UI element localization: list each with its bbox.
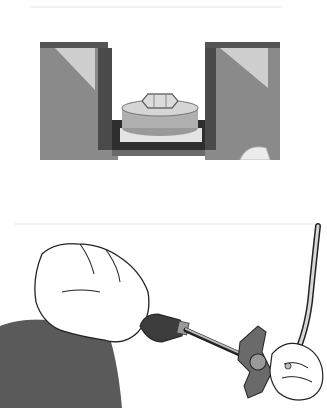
- screwdriver-illustration: [0, 222, 327, 408]
- nut: [141, 93, 179, 109]
- hand: [34, 243, 150, 343]
- sleeve: [0, 319, 122, 408]
- bracket-cross-section-icon: [30, 6, 282, 160]
- screwdriver-handle: [139, 313, 185, 343]
- screwdriver-icon: [0, 223, 324, 408]
- right-hand: [269, 342, 324, 401]
- bracket-illustration: [0, 0, 327, 160]
